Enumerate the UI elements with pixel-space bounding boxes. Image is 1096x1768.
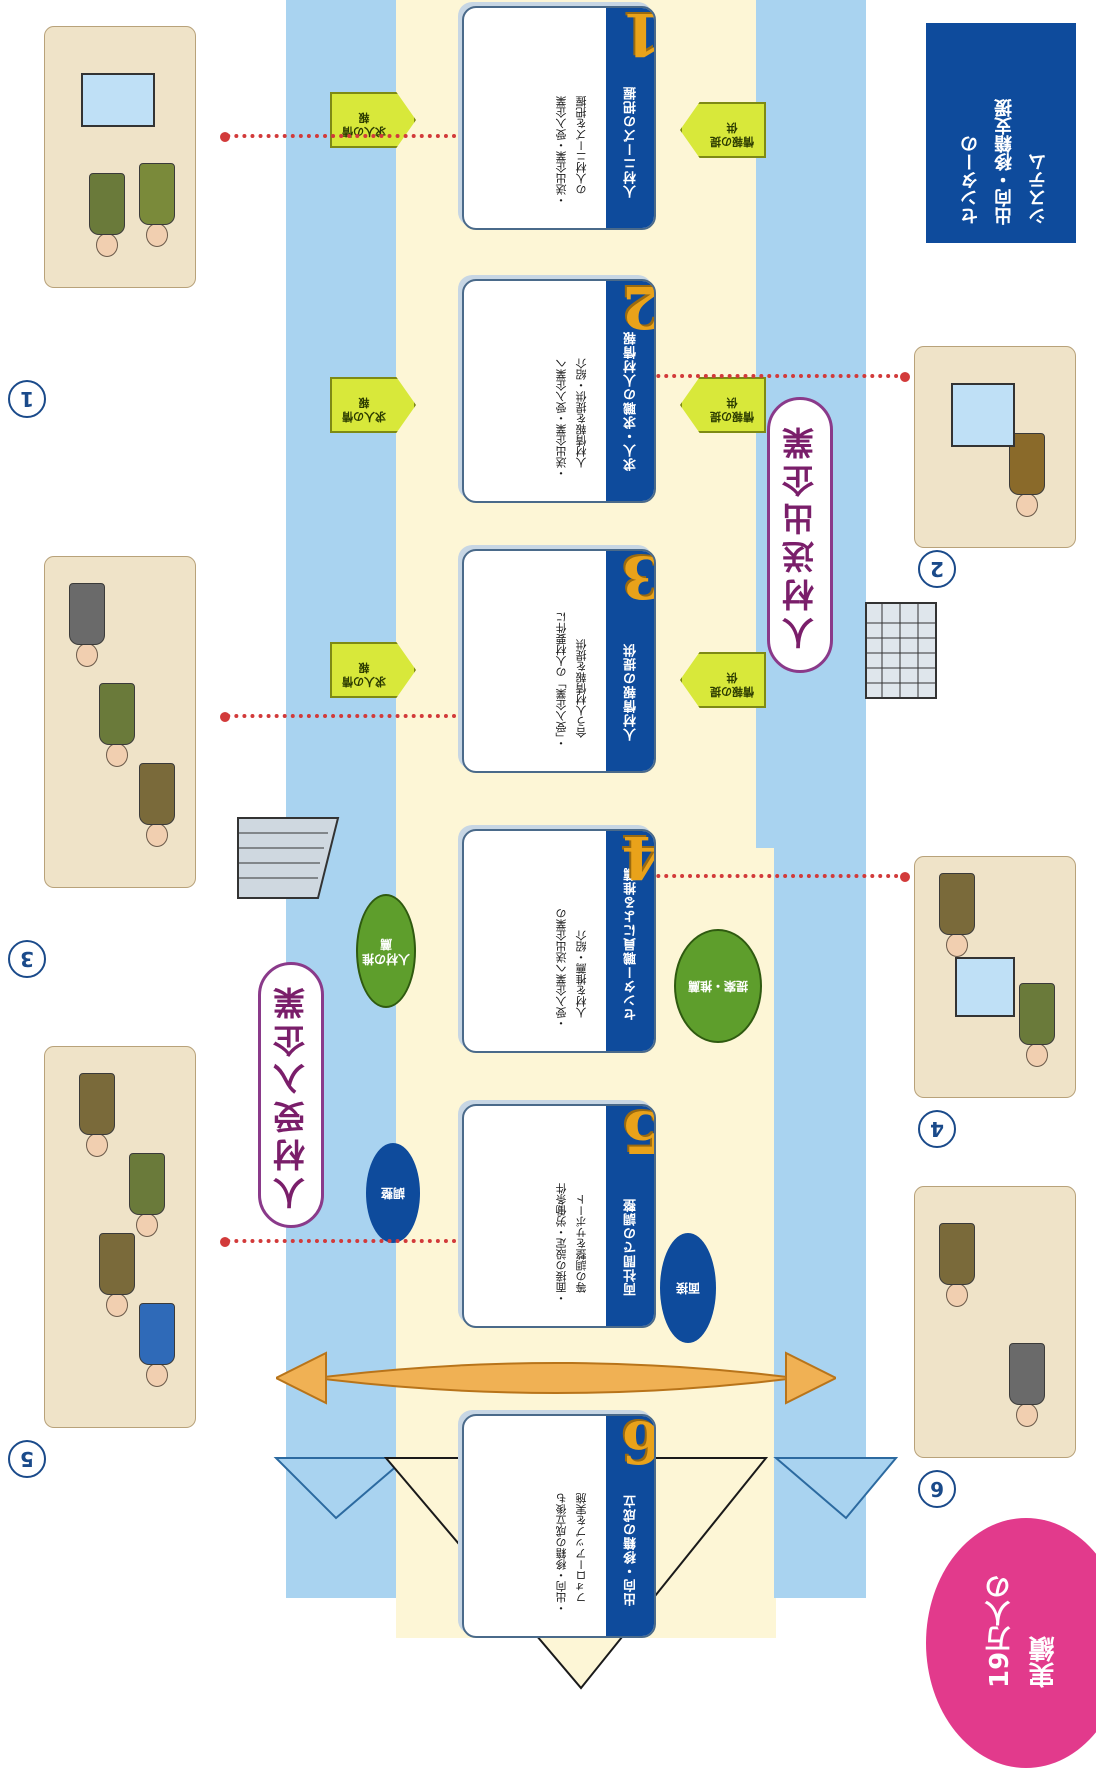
step-4-number: 4 — [622, 829, 656, 891]
connector-dot-1 — [220, 132, 230, 142]
scene-meeting-5 — [44, 1046, 196, 1428]
connector-dot-5 — [220, 1237, 230, 1247]
oval-blue-mid: 調整 — [366, 1143, 420, 1243]
step-box-1: 人材ニーズの把握 ・送出企業・受入企業 の人材ニーズを把握 1 — [462, 6, 656, 230]
oval-blue-top: 面接 — [660, 1233, 716, 1343]
scene-number-3: 3 — [8, 940, 46, 978]
step-4-body: ・受入企業へ送出企業の 人材を推薦・紹介 — [555, 908, 588, 1029]
building-icon-sending — [865, 602, 937, 699]
oval-green-right: 人材の推薦 — [356, 894, 416, 1008]
scene-consulting-2 — [914, 346, 1076, 548]
step-box-2: 求人・求職の人材情報 ・送出企業・受入企業へ 人材情報を提供・紹介 2 — [462, 279, 656, 503]
support-system-diagram: 出向・移籍の成立 ・出向・移籍の成立後も フォローアップを実施 6 両社間での調… — [8, 0, 1096, 1768]
step-3-title: 人材情報の提供 — [624, 643, 639, 741]
step-box-5: 両社間での調整 ・面接の設定・労働条件 等の調整をサポート 5 — [462, 1104, 656, 1328]
achievement-badge: 19万人の 実績 — [926, 1518, 1096, 1768]
step-box-4: センター職員による推薦 ・受入企業へ送出企業の 人材を推薦・紹介 4 — [462, 829, 656, 1053]
system-box-text: センターの 出向・移籍支援 システム — [960, 99, 1049, 225]
step-6-title: 出向・移籍の成立 — [624, 1494, 639, 1606]
connector-dot-2 — [900, 372, 910, 382]
connector-line-3 — [226, 714, 456, 718]
step-5-body: ・面接の設定・労働条件 等の調整をサポート — [555, 1183, 588, 1304]
scene-consulting-4 — [914, 856, 1076, 1098]
step-2-body: ・送出企業・受入企業へ 人材情報を提供・紹介 — [555, 358, 588, 479]
step-box-6: 出向・移籍の成立 ・出向・移籍の成立後も フォローアップを実施 6 — [462, 1414, 656, 1638]
achievement-badge-text: 19万人の 実績 — [985, 1573, 1059, 1688]
step-6-body: ・出向・移籍の成立後も フォローアップを実施 — [555, 1493, 588, 1614]
oval-green-left: 提案・推薦 — [674, 929, 762, 1043]
step-1-number: 1 — [622, 6, 656, 68]
system-box: センターの 出向・移籍支援 システム — [926, 23, 1076, 243]
scene-number-4: 4 — [918, 1110, 956, 1148]
connector-line-1 — [226, 134, 456, 138]
scene-number-2: 2 — [918, 550, 956, 588]
scene-number-6: 6 — [918, 1470, 956, 1508]
step-2-title: 求人・求職の人材情報 — [624, 331, 639, 471]
step-2-number: 2 — [622, 279, 656, 341]
step-6-number: 6 — [622, 1414, 656, 1476]
scene-number-5: 5 — [8, 1440, 46, 1478]
step-3-body: ・「受入企業」の人材要件に 合う人材情報を提供 — [555, 611, 588, 750]
connector-line-4 — [656, 874, 906, 878]
scene-meeting-1 — [44, 26, 196, 288]
step-box-3: 人材情報の提供 ・「受入企業」の人材要件に 合う人材情報を提供 3 — [462, 549, 656, 773]
scene-meeting-3 — [44, 556, 196, 888]
connector-line-5 — [226, 1239, 456, 1243]
building-icon-receiving — [237, 817, 340, 899]
connector-dot-4 — [900, 872, 910, 882]
step-5-number: 5 — [622, 1104, 656, 1166]
orange-double-arrow — [276, 1351, 836, 1405]
connector-dot-3 — [220, 712, 230, 722]
sending-lane-title: 人材送出企業 — [767, 397, 833, 673]
monitor-icon — [81, 73, 155, 127]
monitor-icon-2 — [951, 383, 1015, 447]
step-5-title: 両社間での調整 — [624, 1198, 639, 1296]
connector-line-2 — [656, 374, 906, 378]
step-1-title: 人材ニーズの把握 — [624, 86, 639, 198]
scene-handshake-6 — [914, 1186, 1076, 1458]
receiving-lane-title: 人材受入企業 — [258, 962, 324, 1228]
monitor-icon-4 — [955, 957, 1015, 1017]
scene-number-1: 1 — [8, 380, 46, 418]
step-1-body: ・送出企業・受入企業 の人材ニーズを把握 — [555, 96, 588, 206]
step-3-number: 3 — [622, 549, 656, 611]
